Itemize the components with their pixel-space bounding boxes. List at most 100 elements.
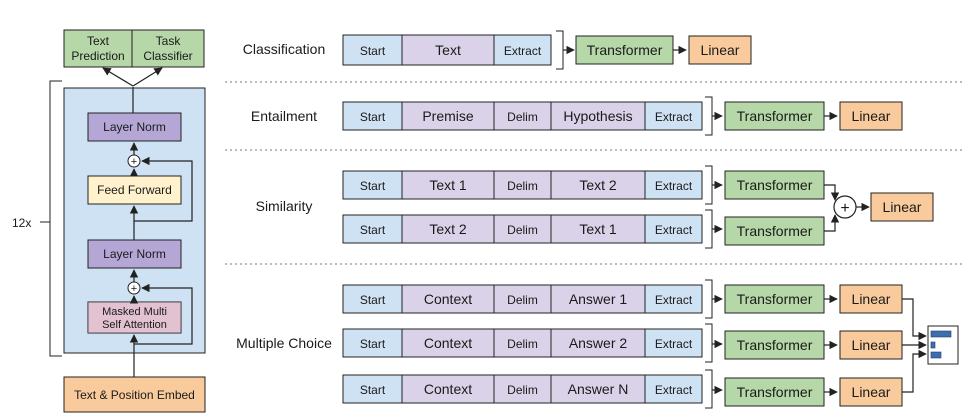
token-extract-label: Extract — [504, 44, 542, 58]
arrow-to-task-classifier — [132, 67, 163, 87]
task-label-classification: Classification — [243, 41, 325, 57]
feed-forward-label: Feed Forward — [97, 183, 172, 197]
residual-add-bottom-symbol: + — [131, 283, 137, 295]
layer-norm-bottom — [87, 239, 182, 269]
token-context-label: Context — [424, 291, 472, 307]
token-extract-label: Extract — [655, 223, 693, 237]
linear-label: Linear — [701, 42, 740, 58]
token-start-label: Start — [360, 223, 386, 237]
token-start-label: Start — [360, 383, 386, 397]
token-text-1 — [401, 170, 495, 200]
token-delim-label: Delim — [507, 110, 538, 124]
token-extract — [644, 170, 703, 200]
token-extract — [493, 34, 552, 66]
token-extract — [644, 284, 703, 314]
mc-connector-1 — [902, 298, 927, 341]
token-delim — [493, 170, 552, 200]
token-extract — [644, 101, 703, 131]
layer-norm-top — [87, 112, 182, 142]
token-answer-label: Answer N — [568, 381, 629, 397]
transformer-block — [724, 216, 825, 246]
transformer-block — [724, 284, 825, 314]
token-extract — [644, 214, 703, 244]
entailment-row: Start Premise Delim Hypothesis Extract T… — [342, 96, 903, 136]
text-prediction-label-2: Prediction — [71, 49, 124, 63]
token-start — [342, 328, 403, 358]
softmax-bar-1 — [930, 330, 952, 338]
row-bracket — [705, 165, 713, 205]
similarity-linear-block — [870, 192, 934, 222]
token-delim — [493, 101, 552, 131]
softmax-bar-2 — [930, 341, 936, 349]
residual-path-attn — [134, 283, 193, 345]
transformer-block — [724, 377, 825, 407]
similarity-row-2: Start Text 2 Delim Text 1 Extract Transf… — [342, 209, 825, 249]
token-text-1-label: Text 1 — [579, 221, 617, 237]
token-start — [342, 170, 403, 200]
token-extract-label: Extract — [655, 293, 693, 307]
token-text-label: Text — [435, 42, 461, 58]
token-context — [401, 374, 495, 404]
masked-self-attention — [87, 301, 182, 334]
transformer-block — [724, 170, 825, 200]
task-classifier-label-1: Task — [156, 34, 182, 48]
row-bracket — [705, 279, 713, 319]
text-prediction-label-1: Text — [87, 34, 110, 48]
transformer-block — [724, 101, 825, 131]
transformer-label: Transformer — [587, 42, 663, 58]
row-bracket — [705, 96, 713, 136]
transformer-label: Transformer — [737, 384, 813, 400]
token-delim — [493, 374, 552, 404]
token-answer — [550, 328, 646, 358]
multiple-choice-row-1: Start Context Delim Answer 1 Extract Tra… — [342, 279, 903, 319]
token-start-label: Start — [360, 293, 386, 307]
token-text-1-label: Text 1 — [429, 177, 467, 193]
token-text-2 — [401, 214, 495, 244]
similarity-linear-label: Linear — [883, 199, 922, 215]
token-premise — [401, 101, 495, 131]
token-start — [342, 101, 403, 131]
similarity-merge-top — [824, 184, 840, 201]
attention-label-1: Masked Multi — [102, 306, 167, 318]
token-delim-label: Delim — [507, 179, 538, 193]
row-bracket — [705, 323, 713, 363]
transformer-block — [724, 330, 825, 360]
token-hypothesis-label: Hypothesis — [563, 108, 632, 124]
token-context-label: Context — [424, 335, 472, 351]
linear-label: Linear — [852, 108, 891, 124]
transformer-label: Transformer — [737, 223, 813, 239]
multiple-choice-row-2: Start Context Delim Answer 2 Extract Tra… — [342, 323, 903, 363]
token-extract-label: Extract — [655, 383, 693, 397]
linear-block — [839, 330, 903, 360]
token-start — [342, 34, 403, 66]
classification-row: Start Text Extract Transformer Linear — [342, 30, 752, 70]
token-start-label: Start — [360, 337, 386, 351]
transformer-label: Transformer — [737, 177, 813, 193]
similarity-row-1: Start Text 1 Delim Text 2 Extract Transf… — [342, 165, 825, 205]
repeat-bracket — [49, 80, 62, 357]
token-delim — [493, 214, 552, 244]
transformer-label: Transformer — [737, 108, 813, 124]
task-label-entailment: Entailment — [251, 108, 317, 124]
transformer-label: Transformer — [737, 337, 813, 353]
token-delim-label: Delim — [507, 337, 538, 351]
task-label-multiple-choice: Multiple Choice — [236, 335, 332, 351]
arrow-to-text-prediction — [102, 67, 134, 87]
similarity-merge-bottom — [824, 214, 840, 232]
repeat-label: 12x — [12, 216, 31, 230]
layer-norm-top-label: Layer Norm — [103, 120, 166, 134]
token-text-2-label: Text 2 — [579, 177, 617, 193]
token-answer-label: Answer 2 — [569, 335, 628, 351]
feed-forward — [87, 175, 182, 205]
linear-block — [839, 377, 903, 407]
token-extract-label: Extract — [655, 110, 693, 124]
token-text — [401, 34, 495, 66]
multiple-choice-row-3: Start Context Delim Answer N Extract Tra… — [342, 369, 903, 409]
token-context — [401, 284, 495, 314]
embed-label: Text & Position Embed — [74, 388, 195, 402]
row-bracket — [556, 30, 564, 70]
token-delim-label: Delim — [507, 383, 538, 397]
mc-connector-3 — [902, 349, 927, 393]
masked-self-attention-inner — [88, 302, 181, 333]
